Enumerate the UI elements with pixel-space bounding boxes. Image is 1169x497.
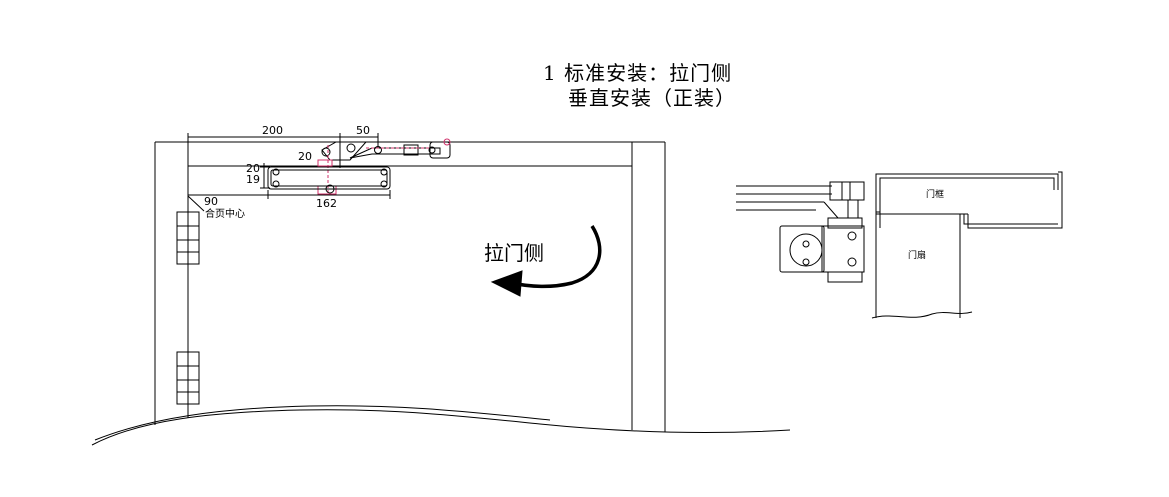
dim-label-20-top: 20 — [298, 150, 312, 163]
hinge-top — [176, 211, 200, 265]
diagram-title-line2: 垂直安装（正装） — [568, 86, 736, 110]
detail-door-leaf — [871, 213, 973, 319]
dim-label-90: 90 — [204, 195, 218, 208]
dim-50 — [340, 133, 379, 148]
dim-label-20-side: 20 — [246, 162, 260, 175]
dim-label-50: 50 — [356, 124, 370, 137]
detail-frame-profile — [875, 171, 1063, 229]
closer-body — [267, 166, 391, 194]
door-frame-label: 门框 — [926, 188, 944, 200]
dim-200 — [187, 133, 341, 168]
door-frame-outline — [154, 141, 666, 432]
hinge-center-label: 合页中心 — [205, 207, 245, 220]
dim-label-200: 200 — [262, 124, 283, 137]
dim-label-19: 19 — [246, 173, 260, 186]
floor-break-line-2 — [94, 405, 551, 441]
pull-side-arrow-curve — [511, 225, 602, 289]
detail-closer — [779, 217, 865, 283]
hinge-center-leader — [187, 195, 205, 212]
door-leaf-label: 门扇 — [908, 249, 926, 261]
diagram-title-line1: 1 标准安装：拉门侧 — [543, 61, 733, 85]
hinge-bottom — [176, 351, 200, 405]
dim-90 — [187, 190, 268, 199]
detail-arm-rods — [736, 181, 865, 219]
pull-side-label: 拉门侧 — [484, 241, 544, 265]
pull-side-arrow-head — [490, 270, 523, 297]
closer-arm — [321, 141, 451, 161]
dim-label-162: 162 — [316, 197, 337, 210]
dim-20-19-vertical — [260, 163, 270, 189]
floor-break-line — [91, 409, 791, 446]
